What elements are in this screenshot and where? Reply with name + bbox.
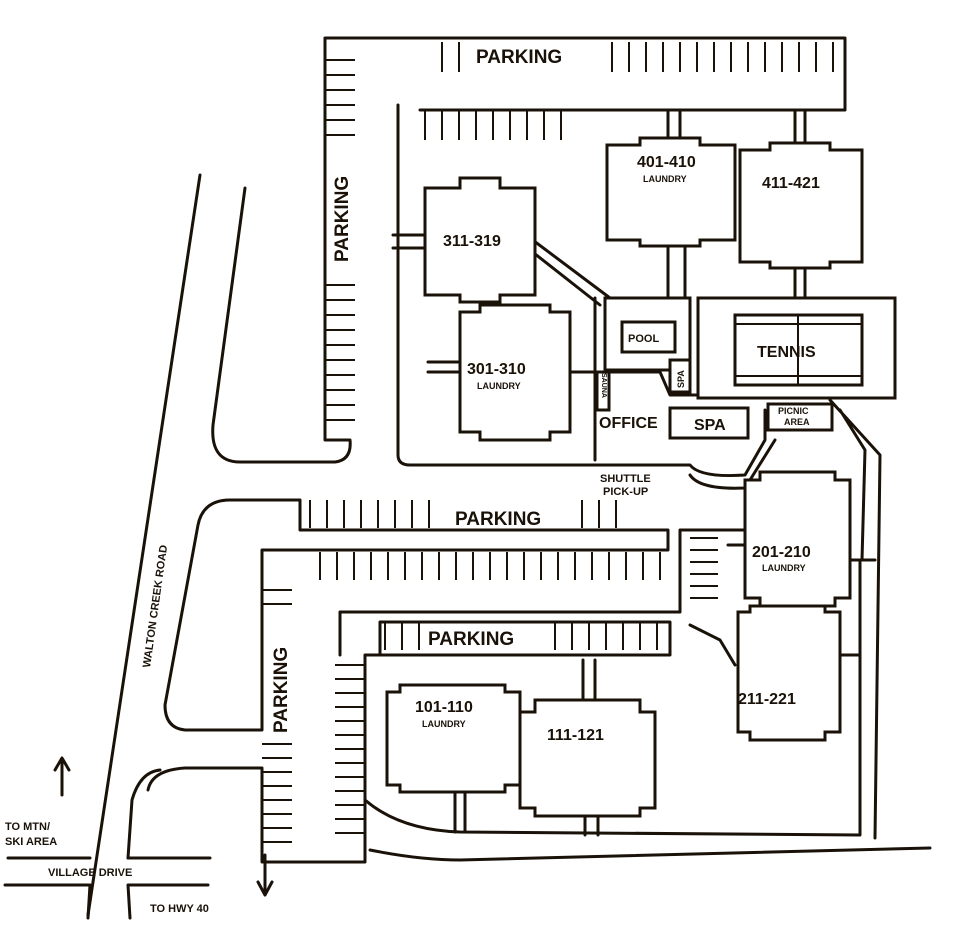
picnic-label-1: PICNIC (778, 406, 809, 416)
middle-island (163, 498, 670, 732)
spa-label: SPA (694, 417, 726, 434)
spa[interactable] (668, 406, 750, 440)
south-lot (146, 620, 672, 864)
building-411-421[interactable] (738, 141, 864, 270)
east-road (828, 398, 882, 840)
building-201-label: 201-210 (752, 544, 811, 561)
village-drive-label: VILLAGE DRIVE (48, 867, 132, 879)
shuttle-label-2: PICK-UP (603, 486, 648, 498)
building-211-label: 211-221 (738, 691, 796, 708)
walton-creek-road-west-edge (86, 173, 202, 917)
picnic-area[interactable] (766, 402, 834, 432)
parking-label-south: PARKING (428, 629, 514, 650)
shuttle-label-1: SHUTTLE (600, 473, 651, 485)
office-label: OFFICE (599, 415, 658, 432)
building-101-label: 101-110 (415, 699, 473, 716)
building-201-laundry: LAUNDRY (762, 563, 806, 573)
labels: PARKING PARKING PARKING PARKING PARKING … (5, 47, 820, 915)
parking-label-west: PARKING (332, 176, 353, 262)
walkway-311 (391, 233, 612, 307)
arrow-south[interactable] (256, 853, 274, 897)
parking-label-southwest: PARKING (271, 647, 292, 733)
building-311-label: 311-319 (443, 233, 501, 250)
building-201-210[interactable] (743, 470, 852, 608)
south-lot-west-edge (126, 768, 162, 860)
inner-drive (396, 103, 592, 467)
buildings (385, 136, 897, 818)
walton-creek-road-label: WALTON CREEK ROAD (141, 544, 170, 668)
spa-outdoor-label: SPA (676, 370, 686, 388)
upper-lot-boundary (211, 36, 847, 464)
east-drive (338, 528, 747, 667)
building-401-label: 401-410 (637, 154, 696, 171)
parking-stripes (262, 42, 834, 843)
building-111-121[interactable] (518, 698, 657, 818)
building-411-label: 411-421 (762, 175, 820, 192)
building-311-319[interactable] (423, 176, 537, 304)
pool[interactable] (620, 320, 677, 354)
to-hwy-label: TO HWY 40 (150, 903, 209, 915)
building-401-laundry: LAUNDRY (643, 174, 687, 184)
tennis-label: TENNIS (757, 344, 816, 361)
parking-label-north: PARKING (476, 47, 562, 68)
building-401-410[interactable] (605, 136, 737, 248)
building-301-laundry: LAUNDRY (477, 381, 521, 391)
picnic-label-2: AREA (784, 417, 810, 427)
sauna-label: SAUNA (600, 373, 607, 398)
road-outlines (3, 36, 932, 920)
walkway-301 (426, 360, 702, 397)
arrow-north[interactable] (53, 756, 71, 797)
building-111-label: 111-121 (547, 727, 604, 744)
building-301-label: 301-310 (467, 361, 526, 378)
parking-label-middle: PARKING (455, 509, 541, 530)
south-drive (363, 558, 932, 862)
sauna[interactable] (595, 370, 611, 412)
building-211-221[interactable] (736, 604, 842, 742)
building-101-laundry: LAUNDRY (422, 719, 466, 729)
walkway-south (453, 543, 877, 837)
spa-outdoor[interactable] (668, 358, 692, 394)
building-301-310[interactable] (458, 303, 572, 442)
pool-label: POOL (628, 333, 659, 345)
village-drive-south-edge (3, 883, 210, 920)
to-mtn-label-1: TO MTN/ (5, 821, 50, 833)
to-mtn-label-2: SKI AREA (5, 836, 57, 848)
